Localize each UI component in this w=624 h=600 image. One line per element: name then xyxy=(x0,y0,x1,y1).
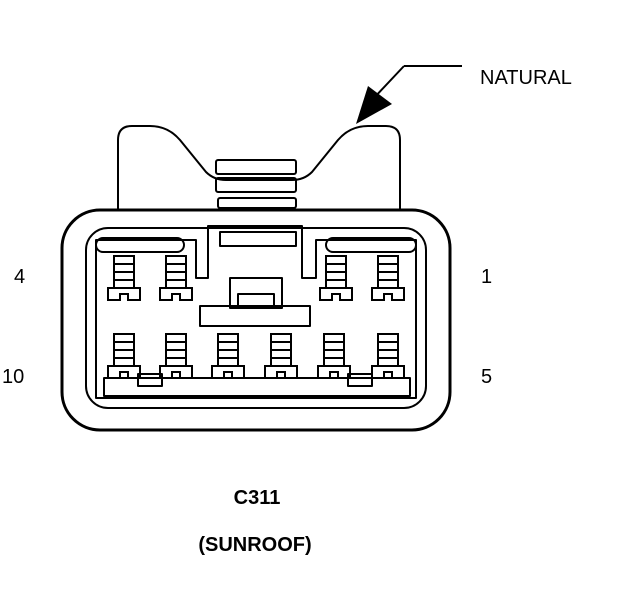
terminal-cavity xyxy=(211,333,245,379)
terminal-cavity xyxy=(371,255,405,301)
pin-label-bottom-right: 5 xyxy=(481,366,493,388)
terminal-cavity xyxy=(371,333,405,379)
connector-housing-outer xyxy=(60,208,452,432)
pin-label-top-left: 4 xyxy=(14,266,26,288)
terminal-cavity xyxy=(159,333,193,379)
connector-lock-tab xyxy=(117,125,401,210)
pin-label-bottom-left: 10 xyxy=(2,366,25,388)
terminal-cavity xyxy=(317,333,351,379)
wire-color-label: NATURAL xyxy=(480,67,572,89)
pin-label-top-right: 1 xyxy=(481,266,493,288)
connector-face xyxy=(95,225,417,399)
terminal-cavity xyxy=(107,255,141,301)
latch-ridges xyxy=(215,159,297,209)
terminal-cavity xyxy=(319,255,353,301)
terminal-cavity xyxy=(264,333,298,379)
pin-cavities xyxy=(107,255,405,379)
color-leader-line xyxy=(371,65,462,101)
center-polarization-block xyxy=(229,277,283,309)
connector-housing-inner xyxy=(85,227,427,409)
connector-id: C311 xyxy=(233,487,281,509)
connector-name: (SUNROOF) xyxy=(198,534,312,556)
terminal-cavity xyxy=(159,255,193,301)
terminal-cavity xyxy=(107,333,141,379)
color-arrowhead xyxy=(356,86,392,124)
